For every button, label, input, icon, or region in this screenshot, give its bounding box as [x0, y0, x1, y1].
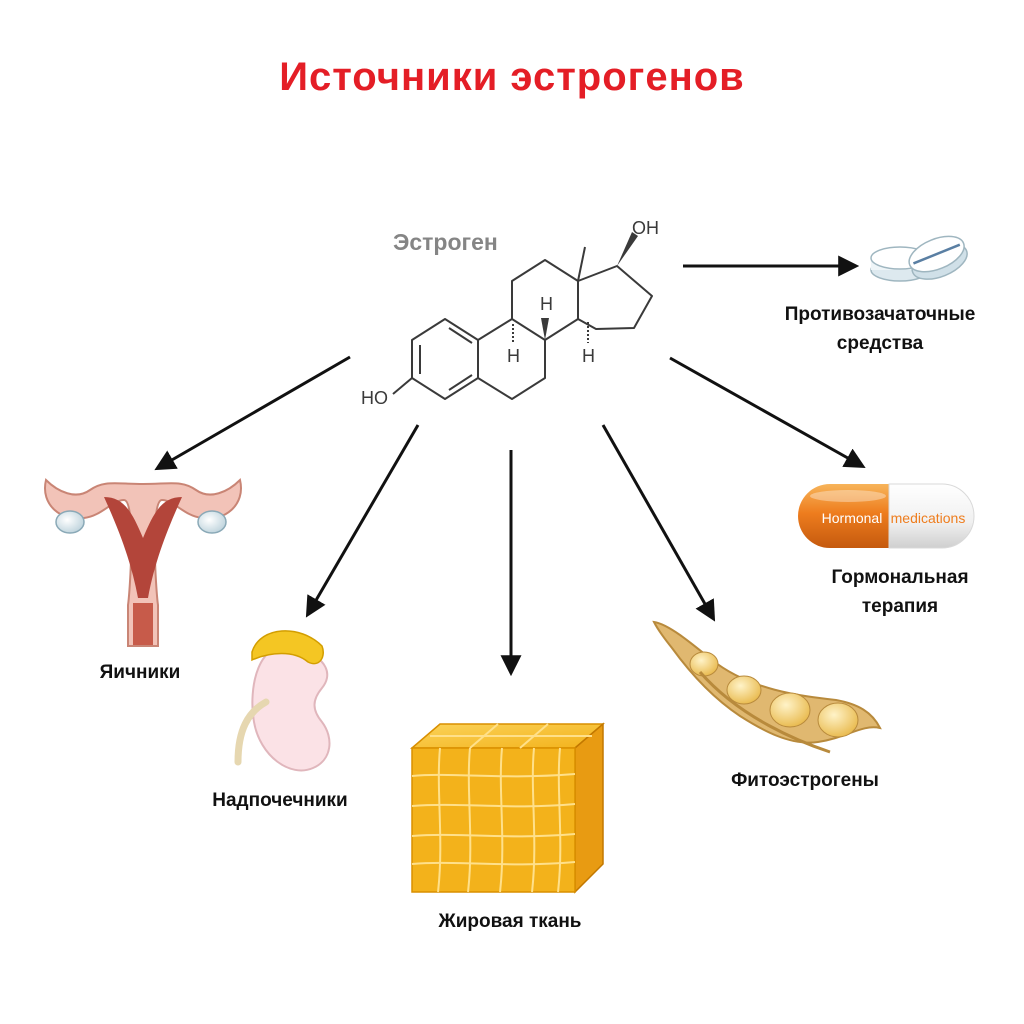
capsule-left-text: Hormonal	[822, 510, 883, 526]
label-adipose: Жировая ткань	[438, 911, 582, 932]
arrow-to-ovaries	[154, 355, 351, 471]
wedge-bond-h	[541, 318, 549, 340]
label-phytoestrogens: Фитоэстрогены	[731, 770, 879, 791]
ovary-right	[197, 510, 227, 534]
estrogen-label: Эстроген	[393, 229, 498, 255]
hydrogen-2: H	[507, 346, 520, 366]
adipose-tissue-icon	[409, 722, 606, 894]
label-hormonal-therapy: Гормональная терапия	[790, 563, 1010, 621]
arrows	[154, 255, 866, 677]
hydrogen-3: H	[582, 346, 595, 366]
capsule-right-text: medications	[891, 510, 966, 526]
hydroxyl-top: OH	[632, 218, 659, 238]
wedge-bond-oh	[617, 232, 638, 266]
label-ovaries: Яичники	[99, 662, 181, 683]
pill-icon	[870, 235, 968, 282]
label-adrenals: Надпочечники	[212, 790, 348, 811]
label-hormonal-therapy-line2: терапия	[861, 596, 939, 617]
label-contraceptives-line2: средства	[836, 333, 924, 354]
estradiol-molecule	[392, 246, 653, 400]
hydrogen-1: H	[540, 294, 553, 314]
page-title: Источники эстрогенов	[279, 55, 745, 99]
arrow-to-hormonal-therapy	[669, 356, 866, 469]
hydroxyl-left: HO	[361, 388, 388, 408]
capsule-icon: Hormonal medications	[798, 483, 975, 549]
ovary-left	[55, 510, 85, 534]
label-hormonal-therapy-line1: Гормональная	[831, 567, 969, 588]
soybean-pod-icon	[652, 620, 882, 754]
label-contraceptives: Противозачаточные средства	[770, 300, 990, 358]
kidney-adrenal-icon	[234, 630, 331, 772]
arrow-to-phytoestrogens	[601, 424, 716, 622]
arrow-to-adrenals	[305, 424, 420, 618]
uterus-icon	[44, 478, 242, 647]
label-contraceptives-line1: Противозачаточные	[784, 304, 976, 325]
